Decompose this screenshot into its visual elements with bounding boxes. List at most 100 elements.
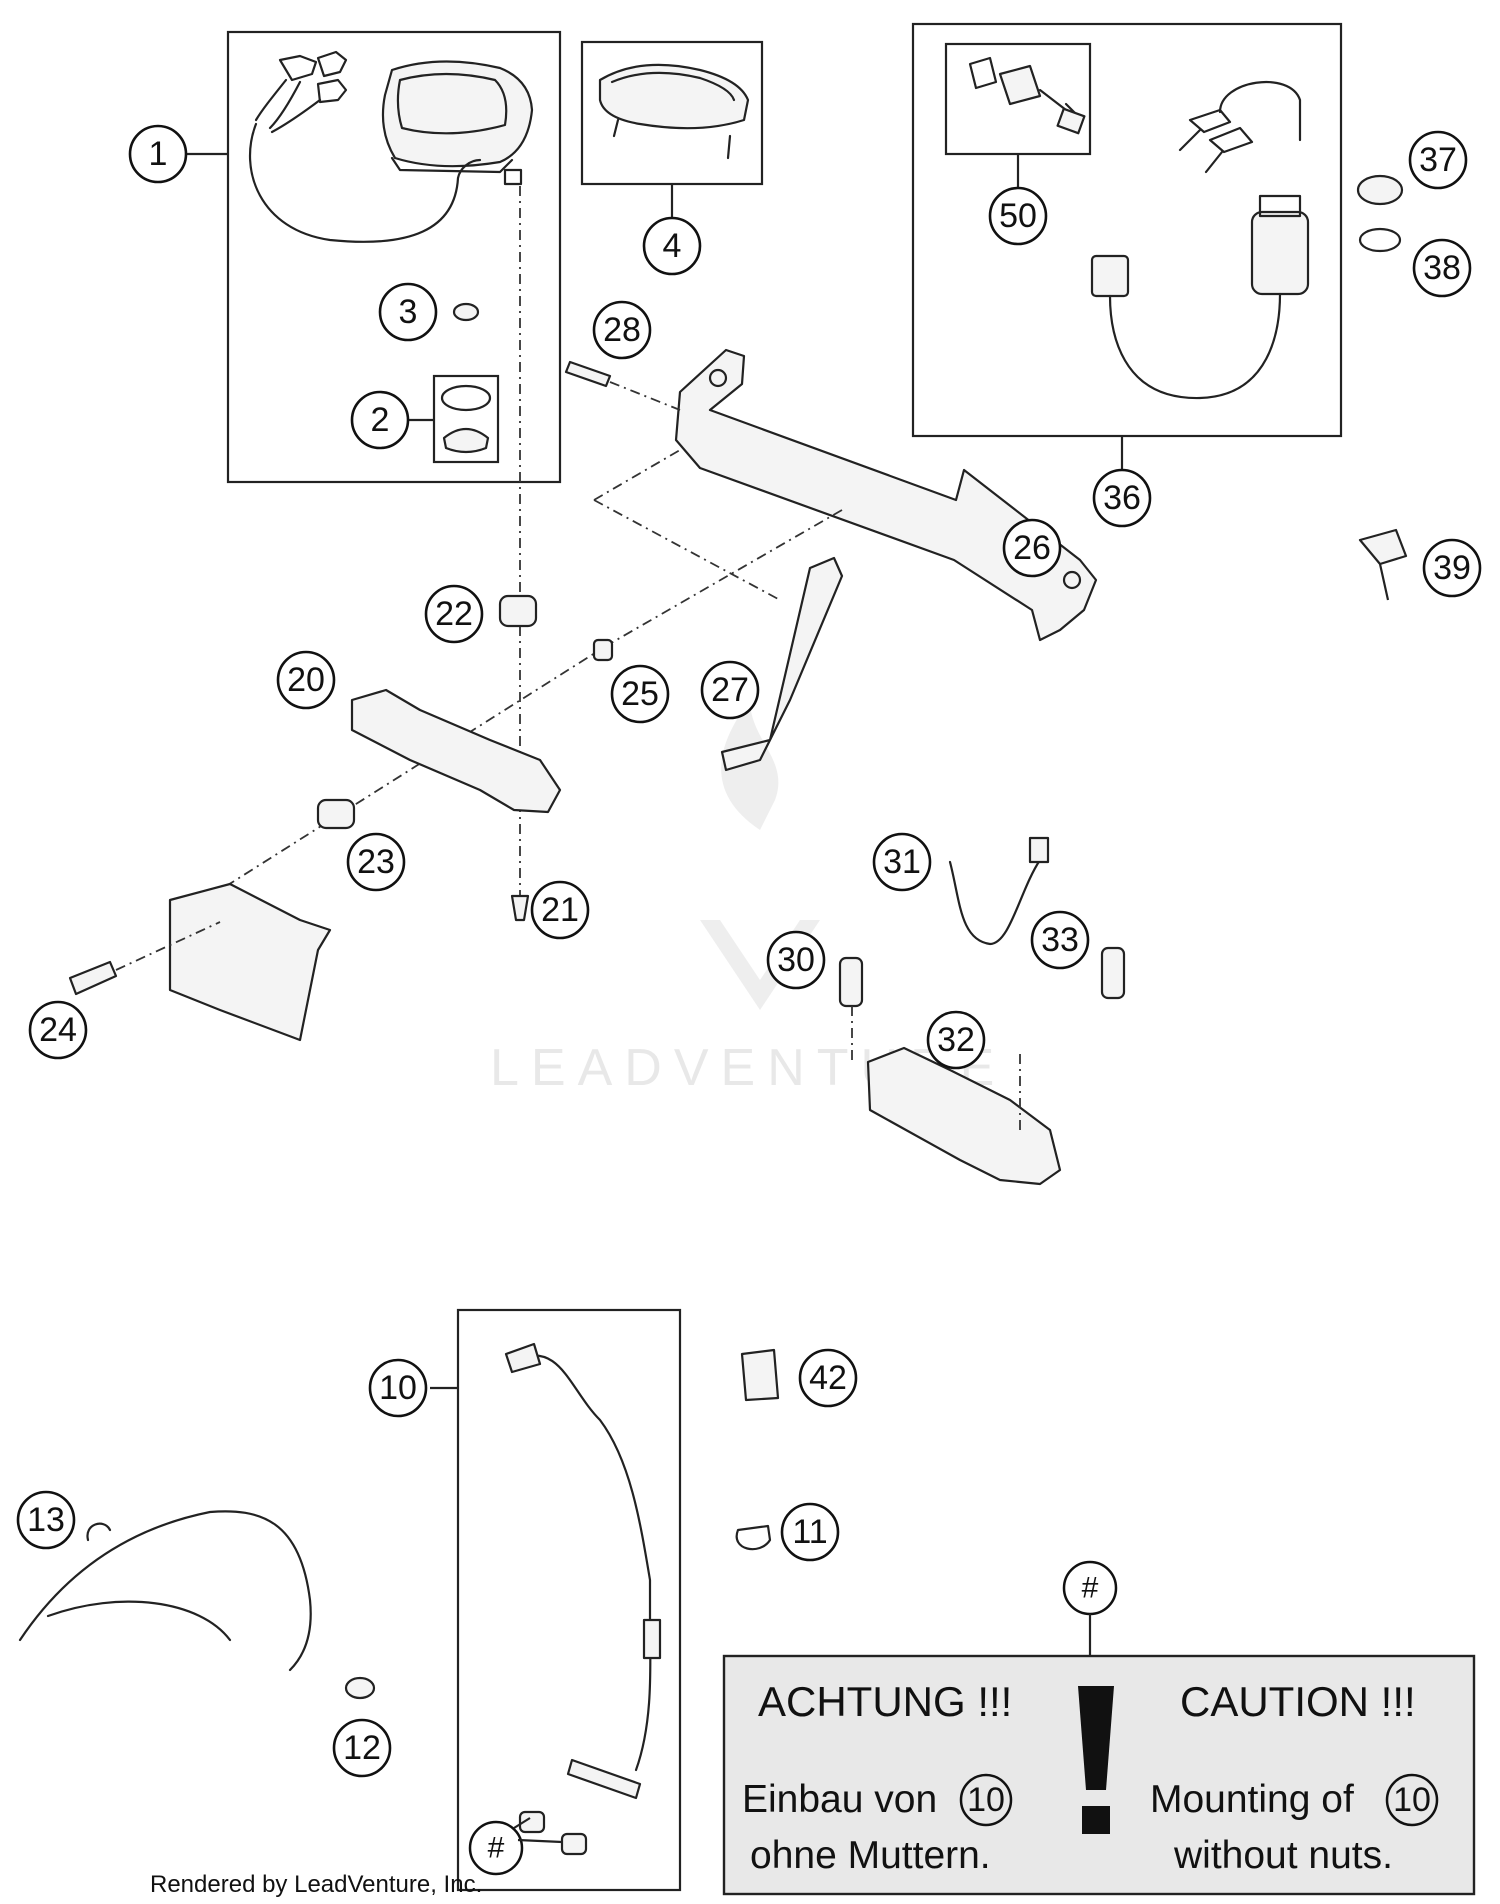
- callout-number-33: 33: [1041, 921, 1079, 959]
- callout-number-21: 21: [541, 891, 579, 929]
- speed-sensor-cable-drawing: [514, 1354, 652, 1772]
- caution-note: ACHTUNG !!! Einbau von 10 ohne Muttern. …: [722, 1654, 1476, 1896]
- callout-circle-50: [988, 186, 1048, 246]
- callout-circle-4: [642, 216, 702, 276]
- callout-26: 26: [1002, 518, 1062, 578]
- callout-number-20: 20: [287, 661, 325, 699]
- speedometer-assembly-frame: [226, 30, 562, 484]
- connector-31-drawing: [1028, 836, 1050, 864]
- nut-a-drawing: [518, 1810, 546, 1834]
- small-plug-drawing: [452, 302, 480, 322]
- callout-circle-32: [926, 1010, 986, 1070]
- callout-circle-30: [766, 930, 826, 990]
- callout-circle-25: [610, 664, 670, 724]
- exclamation-icon: [1078, 1686, 1114, 1834]
- callout-number-27: 27: [711, 671, 749, 709]
- note-hash-marker: #: [1062, 1560, 1118, 1656]
- callout-circle-26: [1002, 518, 1062, 578]
- grommet-23-drawing: [316, 798, 356, 830]
- callout-number-3: 3: [399, 293, 418, 331]
- note-ref-de: 10: [959, 1773, 1013, 1827]
- callout-circle-20: [276, 650, 336, 710]
- nuts-hash-label: #: [488, 1832, 505, 1865]
- callout-circle-23: [346, 832, 406, 892]
- callout-23: 23: [346, 832, 406, 892]
- callout-circle-33: [1030, 910, 1090, 970]
- rubber-grommet-drawing: [498, 594, 538, 628]
- callout-36: 36: [1092, 468, 1152, 528]
- note-line2-en: without nuts.: [1173, 1834, 1393, 1877]
- callout-42: 42: [798, 1348, 858, 1408]
- washer-drawing: [1358, 227, 1402, 253]
- callout-number-13: 13: [27, 1501, 65, 1539]
- callout-32: 32: [926, 1010, 986, 1070]
- lock-nut-drawing: [1356, 174, 1404, 206]
- callout-circle-3: [378, 282, 438, 342]
- clip-11-drawing: [735, 1524, 772, 1551]
- callout-circle-1: [128, 124, 188, 184]
- callout-22: 22: [424, 584, 484, 644]
- callout-13: 13: [16, 1490, 76, 1550]
- callout-circle-12: [332, 1718, 392, 1778]
- sensor-connector: [642, 1618, 662, 1660]
- callout-4: 4: [642, 216, 702, 276]
- callout-circle-24: [28, 1000, 88, 1060]
- callout-number-11: 11: [792, 1513, 827, 1551]
- callout-circle-37: [1408, 130, 1468, 190]
- callout-number-39: 39: [1433, 549, 1471, 587]
- callout-number-22: 22: [435, 595, 473, 633]
- callout-circle-13: [16, 1490, 76, 1550]
- callout-number-36: 36: [1103, 479, 1141, 517]
- seal-cap-drawing: [440, 384, 492, 454]
- bolt-28-drawing: [564, 360, 612, 388]
- callout-circle-42: [798, 1348, 858, 1408]
- callout-37: 37: [1408, 130, 1468, 190]
- callout-number-25: 25: [621, 675, 659, 713]
- callout-circle-39: [1422, 538, 1482, 598]
- nuts-hash-marker: #: [468, 1817, 563, 1876]
- cable-assembly-frame: [456, 1308, 682, 1892]
- bolt-24-drawing: [68, 960, 118, 996]
- callout-circle-10: [368, 1358, 428, 1418]
- callout-number-32: 32: [937, 1021, 975, 1059]
- circlip-13-drawing: [86, 1522, 112, 1542]
- callout-30: 30: [766, 930, 826, 990]
- callout-circle-21: [530, 880, 590, 940]
- callout-circle-2: [350, 390, 410, 450]
- footer-credit: Rendered by LeadVenture, Inc.: [150, 1871, 482, 1898]
- clip-42-drawing: [740, 1348, 780, 1402]
- callout-number-1: 1: [149, 135, 168, 173]
- note-line1-de: Einbau von: [742, 1778, 937, 1821]
- callout-number-38: 38: [1423, 249, 1461, 287]
- svg-text:10: 10: [967, 1781, 1005, 1819]
- ignition-lock-frame: [911, 22, 1343, 438]
- callout-number-28: 28: [603, 311, 641, 349]
- callout-number-2: 2: [371, 401, 390, 439]
- headlight-cable-drawing: [948, 858, 1042, 946]
- callout-21: 21: [530, 880, 590, 940]
- callout-circle-22: [424, 584, 484, 644]
- callout-24: 24: [28, 1000, 88, 1060]
- callout-circle-28: [592, 300, 652, 360]
- callout-circle-38: [1412, 238, 1472, 298]
- callout-number-31: 31: [883, 843, 921, 881]
- callout-33: 33: [1030, 910, 1090, 970]
- callout-50: 50: [988, 186, 1048, 246]
- note-line2-de: ohne Muttern.: [750, 1834, 991, 1877]
- screw-21-drawing: [510, 894, 530, 922]
- spare-key-drawing: [1358, 528, 1408, 601]
- pin-33-drawing: [1100, 946, 1126, 1000]
- side-bracket-drawing: [720, 556, 844, 772]
- callout-12: 12: [332, 1718, 392, 1778]
- note-ref-en: 10: [1385, 1773, 1439, 1827]
- callouts-layer: 1234101112132021222324252627283031323336…: [16, 124, 1482, 1778]
- callout-38: 38: [1412, 238, 1472, 298]
- callout-number-37: 37: [1419, 141, 1457, 179]
- cable-connector-bottom: [566, 1758, 642, 1800]
- handlebar-clamp-drawing: [350, 688, 562, 814]
- mount-kit-drawing: [598, 63, 750, 160]
- callout-11: 11: [780, 1502, 840, 1562]
- note-heading-de: ACHTUNG !!!: [758, 1678, 1012, 1725]
- brake-disc-guard-drawing: [18, 1510, 312, 1672]
